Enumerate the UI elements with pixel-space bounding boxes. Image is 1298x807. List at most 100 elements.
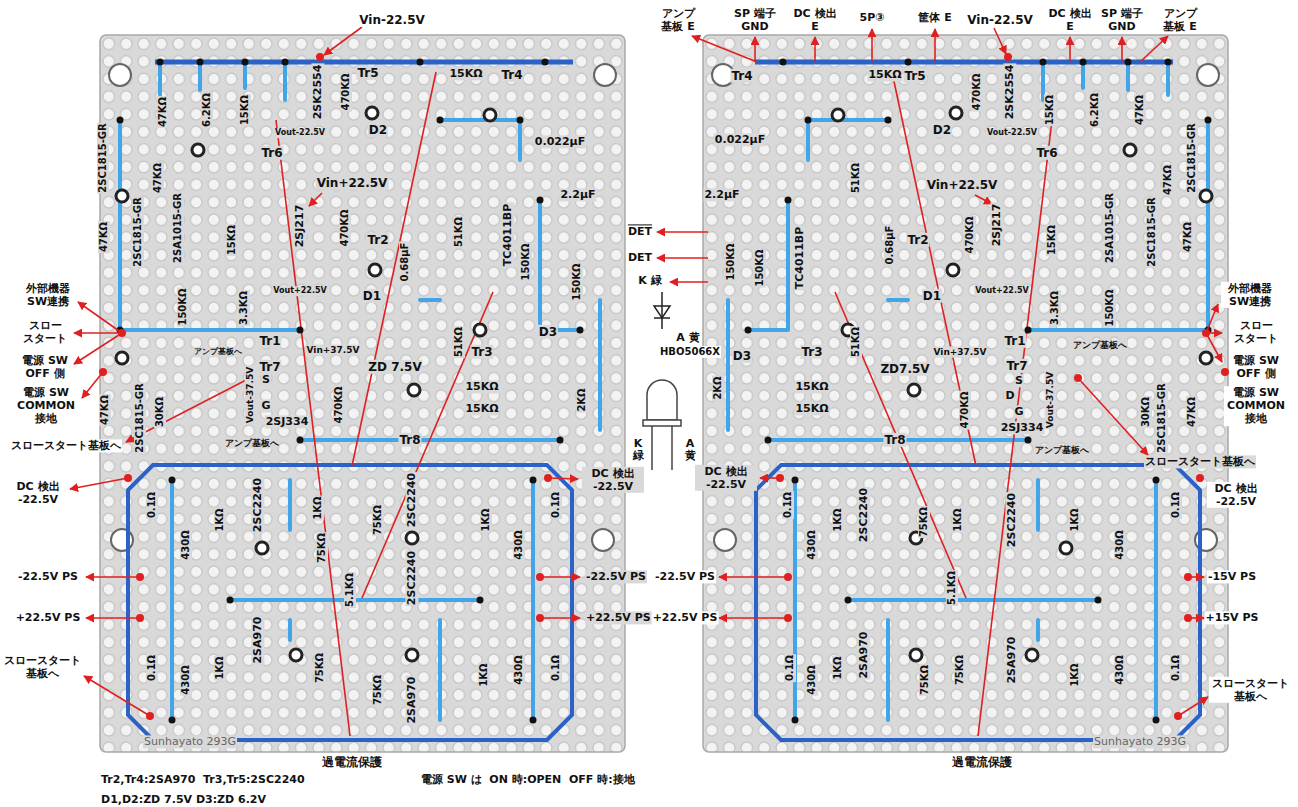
board-label: 2.2μF (703, 188, 740, 201)
board-label: A 黄 (684, 438, 697, 462)
component-value: 2SK2554 (311, 64, 324, 121)
component-value: 51KΩ (850, 162, 862, 194)
board-label: Vin+22.5V (926, 178, 999, 192)
board-label: Sunhayato 293G (1093, 735, 1187, 748)
board-label: +22.5V PS (585, 611, 652, 624)
board-label: アンプ 基板 E (657, 7, 699, 33)
component-value: 51KΩ (453, 216, 465, 248)
component-value: 15KΩ (239, 94, 251, 126)
component-value: 2SA970 (405, 675, 418, 724)
board-label: アンプ基板へ (1072, 340, 1128, 351)
component-value: 1KΩ (1069, 507, 1081, 532)
transistor-pad (116, 107, 496, 661)
component-value: 3.3KΩ (1049, 290, 1061, 326)
component-value: 1KΩ (480, 507, 492, 532)
component-value: 30KΩ (154, 396, 166, 428)
component-value: 150KΩ (571, 262, 583, 301)
board-label: DET (627, 251, 653, 264)
board-label: Tr6 (260, 146, 283, 160)
component-value: 1KΩ (214, 507, 226, 532)
component-value: 430Ω (1114, 529, 1126, 560)
board-mirror (703, 35, 1229, 752)
board-label: 過電流保護 (951, 755, 1013, 769)
board-label: SP 端子 GND (1097, 7, 1147, 33)
component-value: 2SC1815-GR (97, 122, 109, 193)
board-label: Tr2,Tr4:2SA970 Tr3,Tr5:2SC2240 (100, 773, 306, 786)
component-value: 47KΩ (1134, 94, 1146, 126)
board-label: スロースタート基板へ (1144, 455, 1256, 468)
board-label: D2 (368, 123, 388, 137)
board-label: Vin-22.5V (358, 13, 426, 27)
led-drawing (643, 380, 681, 470)
board-label: +22.5V PS (15, 611, 82, 624)
component-value: 2KΩ (712, 375, 724, 400)
component-value: 2SC1815-GR (1146, 196, 1158, 267)
board-label: -15V PS (1207, 570, 1257, 583)
board-label: スロースタート基板へ (10, 439, 122, 452)
board-label: DC 検出 -22.5V (695, 465, 757, 491)
component-value: 430Ω (513, 654, 525, 685)
board-label: D3 (538, 325, 558, 339)
board-label: D1 (922, 289, 942, 303)
board-label: 電源 SW COMMON 接地 (14, 386, 78, 426)
board-label: 2SJ334 (1000, 421, 1045, 434)
board-label: 2.2μF (559, 188, 596, 201)
board-label: 外部機器 SW連携 (19, 282, 77, 308)
component-value: 2SC2240 (405, 472, 418, 528)
component-value: 1KΩ (214, 655, 226, 680)
board-label: アンプ 基板 E (1159, 7, 1201, 33)
component-value: 0.1Ω (1170, 491, 1182, 519)
board-label: Tr3 (800, 345, 823, 359)
board-label: 15KΩ (867, 68, 902, 81)
component-value: 2SA1015-GR (1104, 192, 1116, 264)
board-label: S (1014, 374, 1024, 387)
board-label: 15KΩ (794, 402, 829, 415)
component-value: 470KΩ (964, 215, 976, 254)
component-value: 75KΩ (372, 504, 384, 536)
board-label: Tr4 (730, 69, 753, 83)
board-label: 15KΩ (794, 380, 829, 393)
perf-board (100, 35, 625, 752)
component-value: 1KΩ (1069, 662, 1081, 687)
diode-symbol (654, 292, 670, 329)
component-value: 2SC1815-GR (1156, 382, 1168, 453)
component-value: 47KΩ (1186, 396, 1198, 428)
board-label: -22.5V PS (654, 570, 716, 583)
component-value: 51KΩ (850, 326, 862, 358)
component-value: 470KΩ (971, 72, 983, 111)
component-value: 1KΩ (832, 655, 844, 680)
board-label: アンプ基板へ (224, 438, 280, 449)
component-value: 150KΩ (754, 248, 766, 287)
component-value: TC4011BP (793, 226, 806, 291)
board-label: D3 (732, 349, 752, 363)
component-value: 430Ω (180, 529, 192, 560)
board-label: Tr6 (1035, 146, 1058, 160)
board-label: スロースタート 基板へ (1, 654, 83, 680)
board-label: アンプ基板へ (193, 347, 243, 357)
board-label: DC 検出 E (791, 7, 839, 33)
board-label: Tr8 (883, 433, 906, 447)
board-label: Vin-22.5V (966, 13, 1034, 27)
jumper-wire (276, 72, 493, 736)
component-value: 2SK2554 (1003, 64, 1016, 121)
component-value: 2SC1815-GR (1186, 122, 1198, 193)
board-label: -22.5V PS (585, 570, 647, 583)
board-label: Tr5 (356, 66, 379, 80)
component-value: 430Ω (513, 529, 525, 560)
component-value: 150KΩ (520, 242, 532, 281)
board-label: 0.022μF (714, 133, 766, 146)
component-value: 470KΩ (333, 385, 345, 424)
board-label: Vout-22.5V (274, 128, 326, 138)
component-value: 47KΩ (152, 162, 164, 194)
component-value: 470KΩ (340, 72, 352, 111)
board-label: D1,D2:ZD 7.5V D3:ZD 6.2V (100, 793, 267, 806)
component-value: 150KΩ (725, 242, 737, 281)
component-value: 5.1KΩ (344, 572, 356, 608)
component-value: 0.1Ω (784, 654, 796, 682)
component-value: 47KΩ (157, 96, 169, 128)
component-value: 1KΩ (478, 662, 490, 687)
component-value: 0.1Ω (1170, 654, 1182, 682)
board-label: A 黄 (675, 331, 700, 344)
component-value: 6.2KΩ (201, 92, 213, 128)
board-label: Vout-22.5V (986, 128, 1038, 138)
